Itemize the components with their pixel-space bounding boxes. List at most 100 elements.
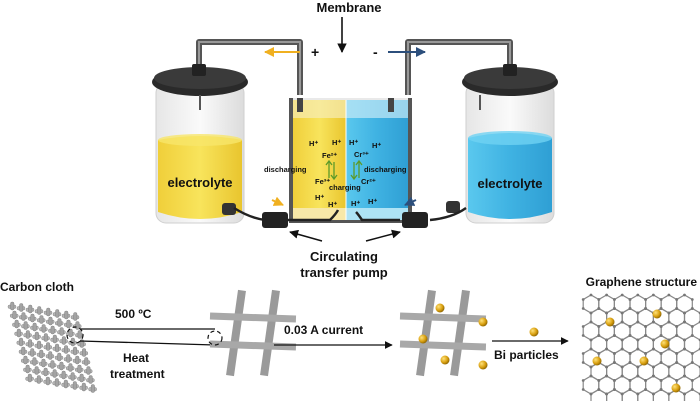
carbon-atom (605, 311, 608, 315)
carbon-atom (659, 352, 663, 355)
carbon-atom (589, 311, 593, 315)
carbon-atom (644, 352, 647, 355)
carbon-atom (652, 320, 655, 324)
carbon-atom (613, 388, 616, 391)
carbon-atom (581, 334, 585, 337)
carbon-atom (636, 347, 640, 351)
carbon-atom (636, 338, 640, 342)
weave-strand (72, 381, 77, 390)
weave-strand (41, 358, 46, 368)
carbon-atom (690, 325, 694, 328)
weave-strand (63, 379, 68, 389)
weave-strand (64, 310, 69, 320)
carbon-atom (675, 325, 679, 328)
carbon-atom (613, 307, 616, 310)
cr-top-ion: Cr³⁺ (354, 150, 369, 159)
weave-strand (77, 330, 82, 339)
weave-strand (46, 342, 50, 351)
weave-strand (66, 319, 71, 329)
carbon-atom (644, 334, 647, 337)
carbon-atom (644, 325, 647, 328)
carbon-atom (628, 388, 632, 391)
left-discharging-label: discharging (264, 165, 307, 174)
graphene-hexagon (683, 388, 700, 401)
weave-strand (68, 363, 73, 372)
h-plus: H⁺ (332, 138, 341, 147)
top-pipes-highlight (198, 41, 511, 95)
carbon-atom (644, 298, 647, 301)
weave-strand (75, 321, 80, 330)
carbon-atom (690, 352, 694, 355)
weave-strand (23, 321, 28, 330)
carbon-atom (690, 388, 694, 391)
weave-strand (37, 340, 41, 350)
carbon-atom (659, 361, 663, 364)
weave-strand (52, 334, 57, 344)
carbon-atom (605, 392, 608, 396)
fiber-horizontal (399, 312, 487, 323)
zoom-circle-fiber (207, 330, 223, 346)
carbon-atom (628, 298, 632, 301)
weave-strand (75, 355, 80, 365)
h-plus: H⁺ (309, 139, 318, 148)
charging-label: charging (329, 183, 361, 192)
bi-particles-label: Bi particles (494, 348, 559, 362)
weave-strand (70, 372, 75, 381)
weave-strand (88, 375, 93, 384)
weave-strand (25, 330, 30, 339)
carbon-atom (667, 293, 671, 297)
carbon-cloth-label: Carbon cloth (0, 280, 74, 294)
weave-strand (30, 348, 35, 357)
weave-strand (48, 316, 53, 326)
weave-strand (86, 366, 91, 375)
carbon-atom (589, 365, 593, 369)
h-plus: H⁺ (349, 138, 358, 147)
carbon-atom (581, 325, 585, 328)
heat-label-line1: Heat (123, 351, 149, 365)
h-plus: H⁺ (351, 199, 360, 208)
weave-strand (59, 361, 64, 371)
electrochemical-cell (289, 98, 412, 223)
bi-particle (592, 356, 602, 366)
weave-strand (54, 378, 59, 387)
weave-strand (36, 375, 41, 384)
carbon-atom (652, 338, 655, 342)
carbon-atom (620, 320, 624, 324)
weave-strand (19, 337, 23, 347)
carbon-atom (589, 293, 593, 297)
weave-strand (28, 339, 32, 348)
cell-labels: H⁺ H⁺ H⁺ H⁺ Fe²⁺ Cr³⁺ discharging discha… (264, 138, 407, 209)
carbon-atom (644, 379, 647, 382)
weave-strand (46, 307, 51, 317)
fe-top-ion: Fe²⁺ (322, 151, 337, 160)
carbon-atom (690, 379, 694, 382)
carbon-atom (675, 298, 679, 301)
weave-strand (39, 315, 44, 324)
carbon-atom (597, 298, 601, 301)
weave-strand (32, 322, 37, 332)
carbon-cloth-weave (7, 301, 97, 393)
weave-strand (52, 369, 57, 378)
carbon-atom (605, 365, 608, 369)
h-plus: H⁺ (368, 197, 377, 206)
weave-strand (61, 370, 66, 380)
carbon-atom (644, 307, 647, 310)
weave-strand (41, 324, 46, 333)
carbon-atom (659, 388, 663, 391)
weave-strand (55, 343, 59, 353)
yellow-flow-arrow-bottom (271, 196, 284, 206)
weave-strand (43, 333, 48, 342)
carbon-atom (636, 311, 640, 315)
weave-strand (45, 376, 50, 386)
carbon-atom (675, 334, 679, 337)
carbon-atom (581, 361, 585, 364)
carbon-atom (659, 298, 663, 301)
carbon-atom (620, 392, 624, 396)
weave-strand (43, 367, 48, 377)
carbon-atom (581, 379, 585, 382)
weave-strand (48, 351, 53, 360)
weave-strand (57, 318, 62, 327)
carbon-atom (683, 374, 686, 378)
carbon-atom (683, 392, 686, 396)
carbon-atom (613, 379, 616, 382)
